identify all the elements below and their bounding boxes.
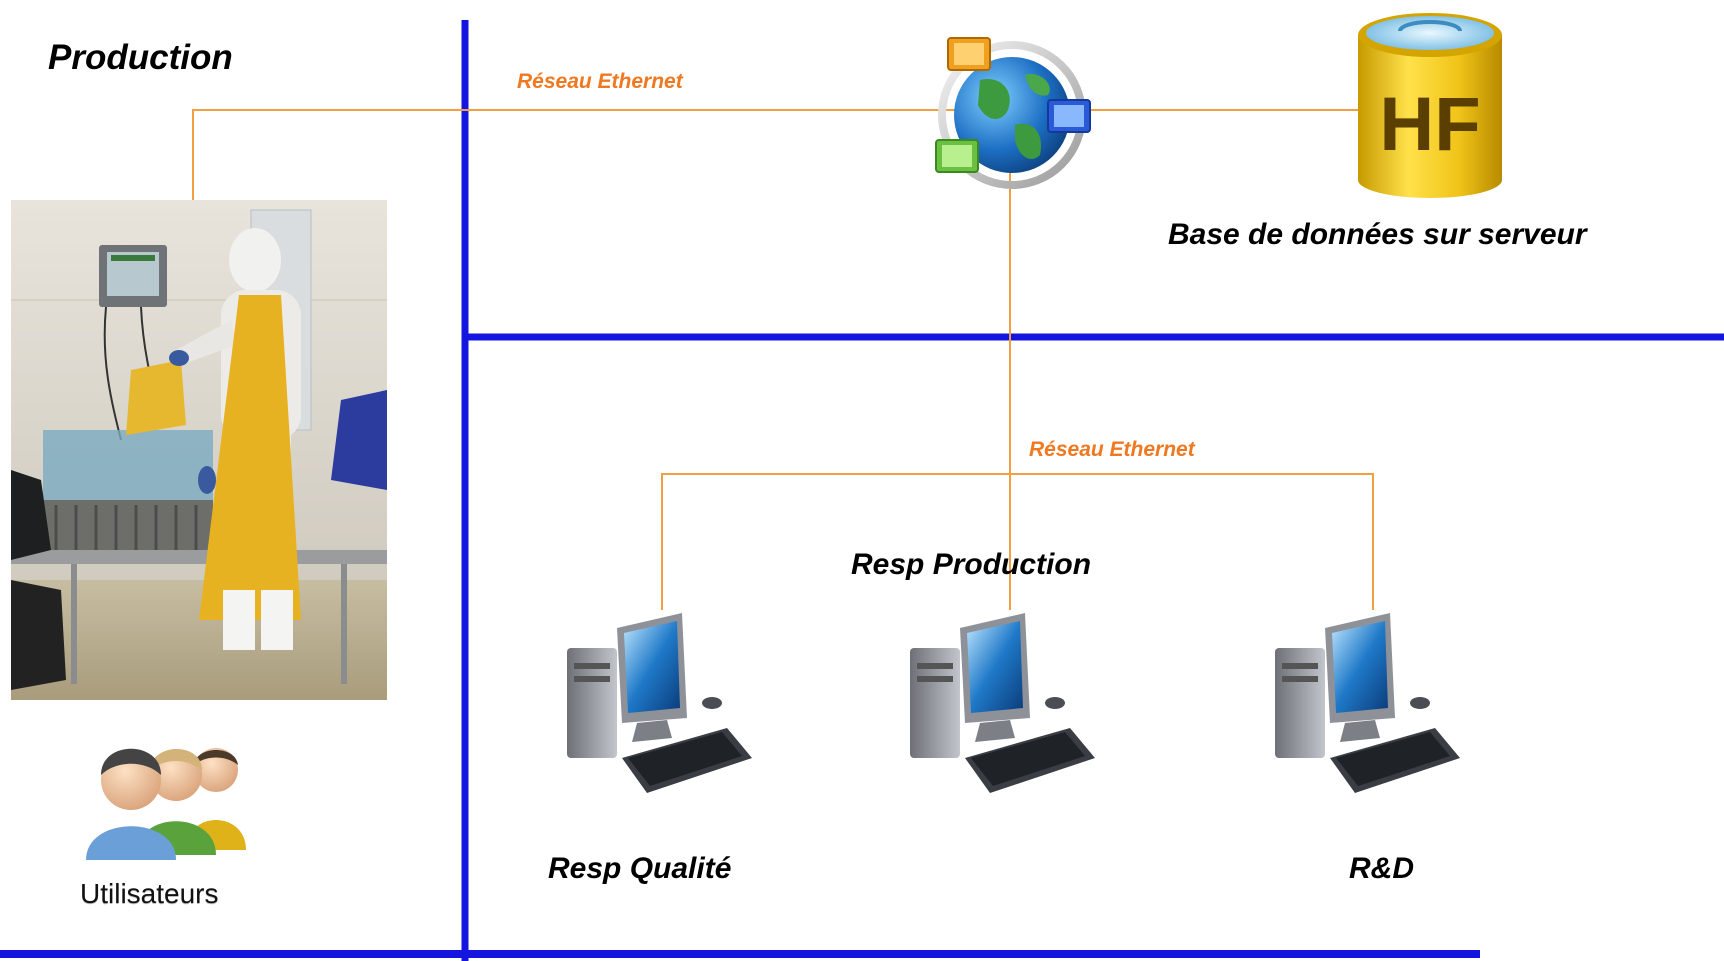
rnd-label: R&D xyxy=(1349,852,1414,885)
users-label: Utilisateurs xyxy=(80,878,219,909)
network-label-top: Réseau Ethernet xyxy=(517,70,683,93)
database-logo-text: HF xyxy=(1379,82,1480,167)
network-label-bottom: Réseau Ethernet xyxy=(1029,438,1195,461)
network-line-bottom xyxy=(661,473,1374,610)
resp-qualite-label: Resp Qualité xyxy=(548,852,732,885)
database-label: Base de données sur serveur xyxy=(1168,218,1587,251)
network-globe-icon xyxy=(935,37,1091,189)
desktop-computer-icon-resp-production xyxy=(910,613,1095,793)
users-group-icon xyxy=(86,748,246,860)
desktop-computer-icon-resp-qualite xyxy=(567,613,752,793)
resp-production-label: Resp Production xyxy=(851,548,1092,581)
production-photo xyxy=(11,200,387,700)
desktop-computer-icon-rnd xyxy=(1275,613,1460,793)
production-title: Production xyxy=(48,38,233,77)
database-hf-icon: HF xyxy=(1358,13,1502,198)
network-line-top xyxy=(192,109,1360,200)
